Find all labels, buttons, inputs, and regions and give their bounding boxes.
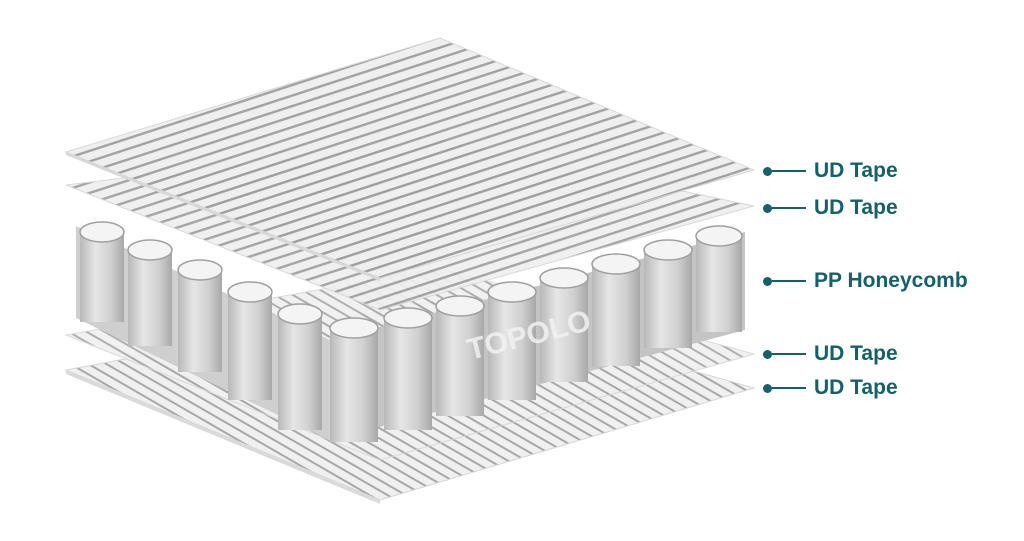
callout-ud-tape-bottom-2: UD Tape <box>763 376 898 400</box>
layer-label: UD Tape <box>814 342 898 365</box>
layer-label: UD Tape <box>814 159 898 182</box>
callout-ud-tape-bottom-1: UD Tape <box>763 342 898 366</box>
callout-dot-icon <box>763 383 772 393</box>
layer-label: UD Tape <box>814 376 898 399</box>
callout-pp-honeycomb: PP Honeycomb <box>763 269 968 293</box>
leader-line <box>772 207 806 209</box>
callout-dot-icon <box>763 349 772 359</box>
callout-dot-icon <box>763 276 772 286</box>
layer-label: PP Honeycomb <box>814 269 968 292</box>
leader-line <box>772 170 806 172</box>
ud-tape-top-1-sheet <box>64 37 756 281</box>
callout-dot-icon <box>763 166 772 176</box>
callout-dot-icon <box>763 203 772 213</box>
leader-line <box>772 280 806 282</box>
callout-ud-tape-top-1: UD Tape <box>763 159 898 183</box>
leader-line <box>772 387 806 389</box>
leader-line <box>772 353 806 355</box>
pp-honeycomb-core: TOPOLO <box>76 221 745 442</box>
layer-label: UD Tape <box>814 196 898 219</box>
callout-ud-tape-top-2: UD Tape <box>763 196 898 220</box>
